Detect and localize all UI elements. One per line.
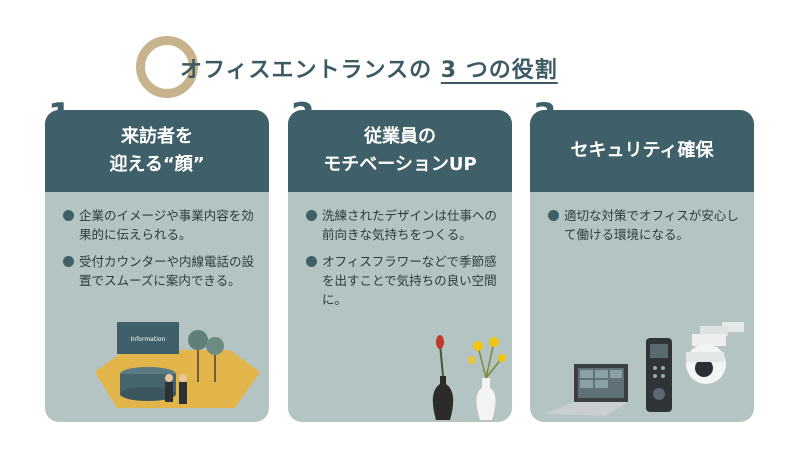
bullet-item: 受付カウンターや内線電話の設置でスムーズに案内できる。 bbox=[63, 252, 259, 290]
bullet-item: 適切な対策でオフィスが安心して働ける環境になる。 bbox=[548, 206, 744, 244]
bullet-text: 受付カウンターや内線電話の設置でスムーズに案内できる。 bbox=[79, 254, 255, 288]
card-heading-line1: セキュリティ確保 bbox=[570, 140, 714, 161]
flower-vase-illustration bbox=[432, 335, 506, 420]
role-card-employee: 従業員の モチベーションUP 洗練されたデザインは仕事への前向きな気持ちをつくる… bbox=[288, 110, 512, 422]
bullet-item: 洗練されたデザインは仕事への前向きな気持ちをつくる。 bbox=[306, 206, 502, 244]
role-card-security: セキュリティ確保 適切な対策でオフィスが安心して働ける環境になる。 bbox=[530, 110, 754, 422]
bullet-dot-icon bbox=[306, 210, 317, 221]
bullet-text: 企業のイメージや事業内容を効果的に伝えられる。 bbox=[79, 208, 254, 242]
card-bullet-list: 企業のイメージや事業内容を効果的に伝えられる。 受付カウンターや内線電話の設置で… bbox=[63, 206, 259, 298]
card-heading-line2: 迎える“顔” bbox=[109, 154, 205, 175]
bullet-dot-icon bbox=[63, 210, 74, 221]
bullet-text: 洗練されたデザインは仕事への前向きな気持ちをつくる。 bbox=[322, 208, 498, 242]
card-heading-line1: 来訪者を bbox=[121, 126, 193, 147]
bullet-dot-icon bbox=[63, 256, 74, 267]
card-heading-line2: モチベーションUP bbox=[323, 154, 477, 175]
card-heading: セキュリティ確保 bbox=[530, 110, 754, 192]
title-main: オフィスエントランスの bbox=[180, 58, 433, 83]
bullet-dot-icon bbox=[306, 256, 317, 267]
card-bullet-list: 適切な対策でオフィスが安心して働ける環境になる。 bbox=[548, 206, 744, 252]
card-heading: 従業員の モチベーションUP bbox=[288, 110, 512, 192]
role-card-visitor: 来訪者を 迎える“顔” 企業のイメージや事業内容を効果的に伝えられる。 受付カウ… bbox=[45, 110, 269, 422]
card-bullet-list: 洗練されたデザインは仕事への前向きな気持ちをつくる。 オフィスフラワーなどで季節… bbox=[306, 206, 502, 317]
security-devices-illustration bbox=[544, 322, 744, 416]
bullet-text: オフィスフラワーなどで季節感を出すことで気持ちの良い空間に。 bbox=[322, 254, 497, 307]
bullet-text: 適切な対策でオフィスが安心して働ける環境になる。 bbox=[564, 208, 739, 242]
title-highlight: 3 つの役割 bbox=[440, 58, 558, 83]
card-number: 3 bbox=[533, 96, 557, 136]
card-heading-line1: 従業員の bbox=[363, 126, 436, 147]
page-title-text: オフィスエントランスの 3 つの役割 bbox=[180, 52, 558, 84]
bullet-dot-icon bbox=[548, 210, 559, 221]
bullet-item: オフィスフラワーなどで季節感を出すことで気持ちの良い空間に。 bbox=[306, 252, 502, 309]
reception-illustration: Information bbox=[95, 322, 260, 408]
bullet-item: 企業のイメージや事業内容を効果的に伝えられる。 bbox=[63, 206, 259, 244]
card-number: 1 bbox=[48, 96, 72, 136]
circle-ring-icon bbox=[136, 36, 198, 98]
card-number: 2 bbox=[291, 96, 315, 136]
card-heading: 来訪者を 迎える“顔” bbox=[45, 110, 269, 192]
information-sign: Information bbox=[131, 336, 166, 343]
